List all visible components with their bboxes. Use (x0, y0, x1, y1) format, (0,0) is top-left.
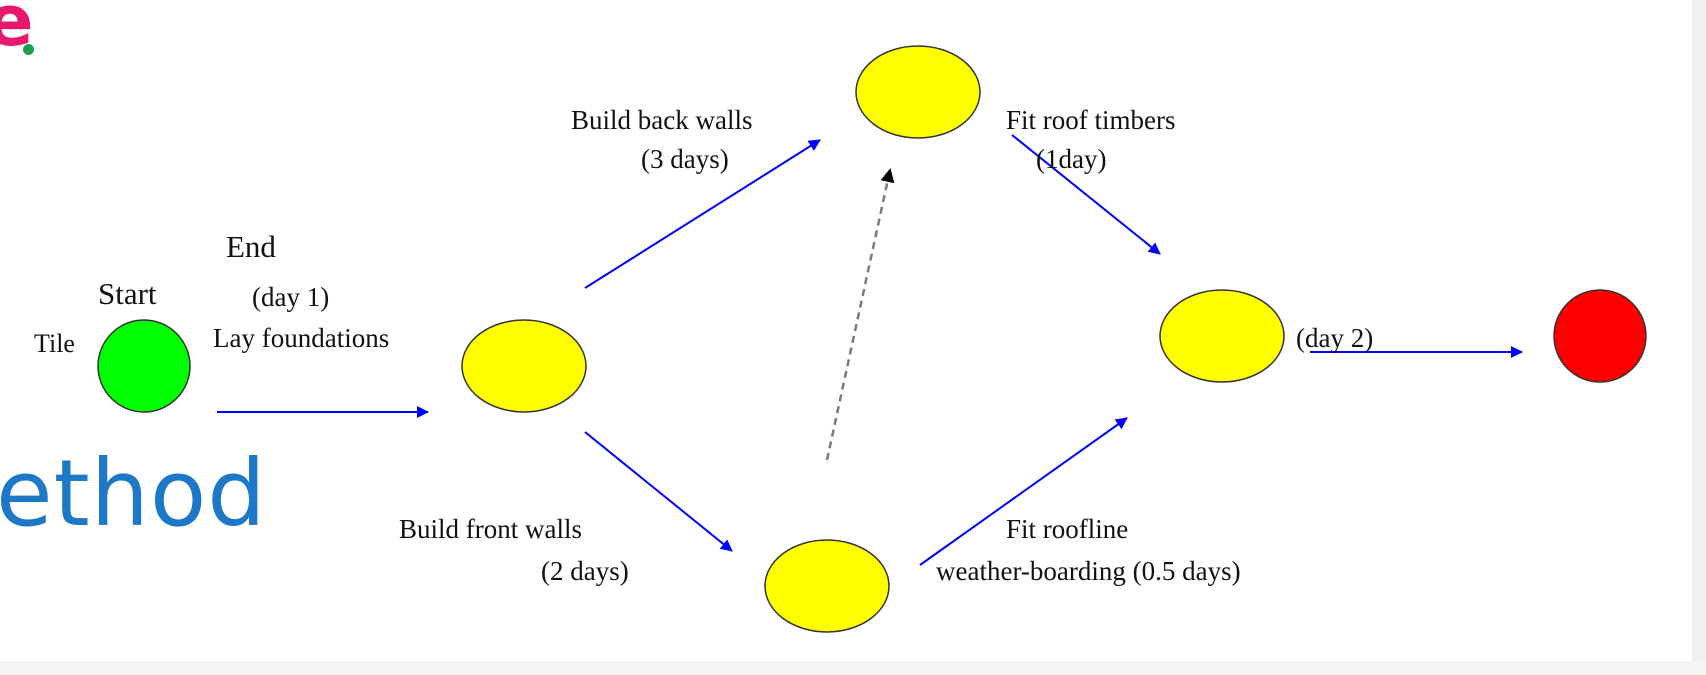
slide-method-fragment: ethod (0, 440, 267, 547)
right-edge-strip (1692, 0, 1706, 675)
start-node (97, 319, 191, 413)
bottom-edge-strip (0, 661, 1706, 675)
arrow-build-front-walls (584, 431, 733, 552)
slide-title-dot (23, 44, 34, 55)
arrow-fit-roofline (919, 417, 1128, 566)
roof-timbers-duration-label: (1day) (1036, 144, 1107, 174)
finish-node (1553, 289, 1647, 383)
fit-roofline-label: Fit roofline (1006, 514, 1129, 544)
start-label: Start (98, 276, 157, 311)
back-walls-duration-label: (3 days) (641, 144, 729, 174)
node-after-back-walls (855, 45, 981, 139)
node-after-foundations (461, 319, 587, 413)
arrow-fit-roof-timbers (1011, 134, 1161, 255)
node-after-front-walls (764, 539, 890, 633)
weather-boarding-label: weather-boarding (0.5 days) (936, 556, 1241, 586)
build-front-walls-label: Build front walls (399, 514, 582, 544)
front-walls-duration-label: (2 days) (541, 556, 629, 586)
lay-foundations-label: Lay foundations (213, 323, 390, 353)
dummy-dependency-arrow (825, 168, 895, 461)
arrow-build-back-walls (584, 139, 821, 289)
end-label: End (226, 229, 276, 264)
day2-label: (day 2) (1296, 323, 1374, 353)
build-back-walls-label: Build back walls (571, 105, 753, 135)
tile-label: Tile (34, 329, 75, 358)
day1-label: (day 1) (252, 282, 330, 312)
node-after-roof (1159, 289, 1285, 383)
fit-roof-timbers-label: Fit roof timbers (1006, 105, 1176, 135)
